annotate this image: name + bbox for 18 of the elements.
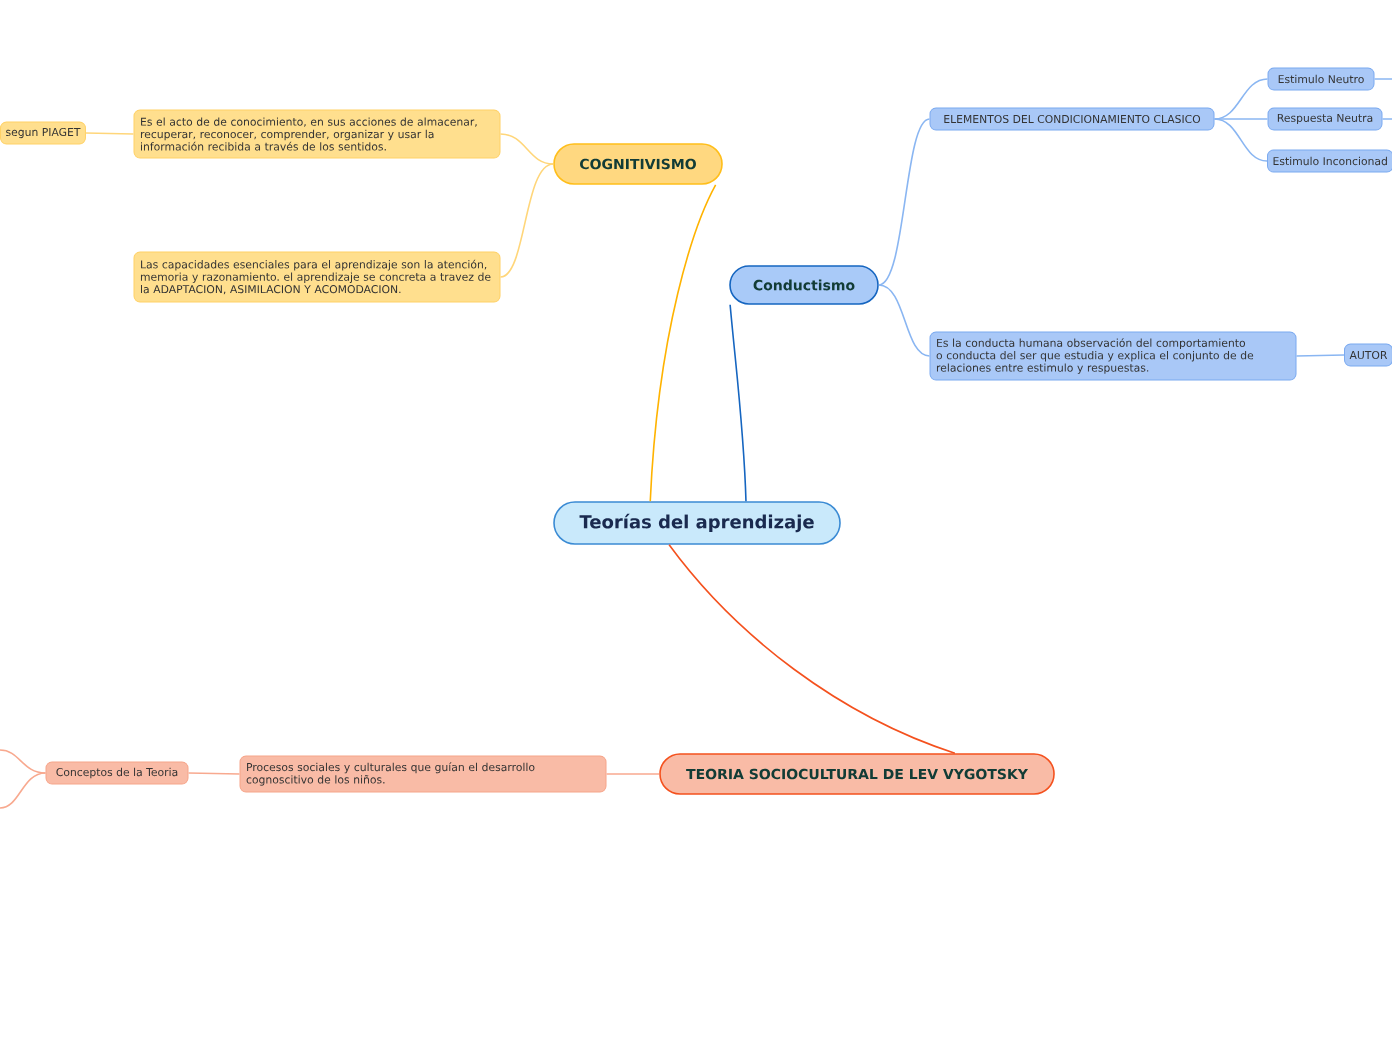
connector <box>0 772 47 809</box>
connector <box>878 284 931 357</box>
connector <box>1373 78 1392 80</box>
connector <box>668 544 956 754</box>
connector <box>499 163 554 278</box>
connector <box>1213 118 1268 162</box>
connector <box>1213 118 1269 120</box>
connector <box>1295 354 1345 357</box>
connector <box>187 772 241 775</box>
connector <box>0 749 47 774</box>
connector <box>729 304 747 502</box>
connector <box>1381 118 1392 120</box>
connector <box>878 118 931 286</box>
connector <box>499 133 554 165</box>
connector <box>605 773 660 775</box>
central-topic: Teorías del aprendizaje <box>553 501 841 545</box>
connector <box>649 184 717 502</box>
connector <box>85 132 135 135</box>
